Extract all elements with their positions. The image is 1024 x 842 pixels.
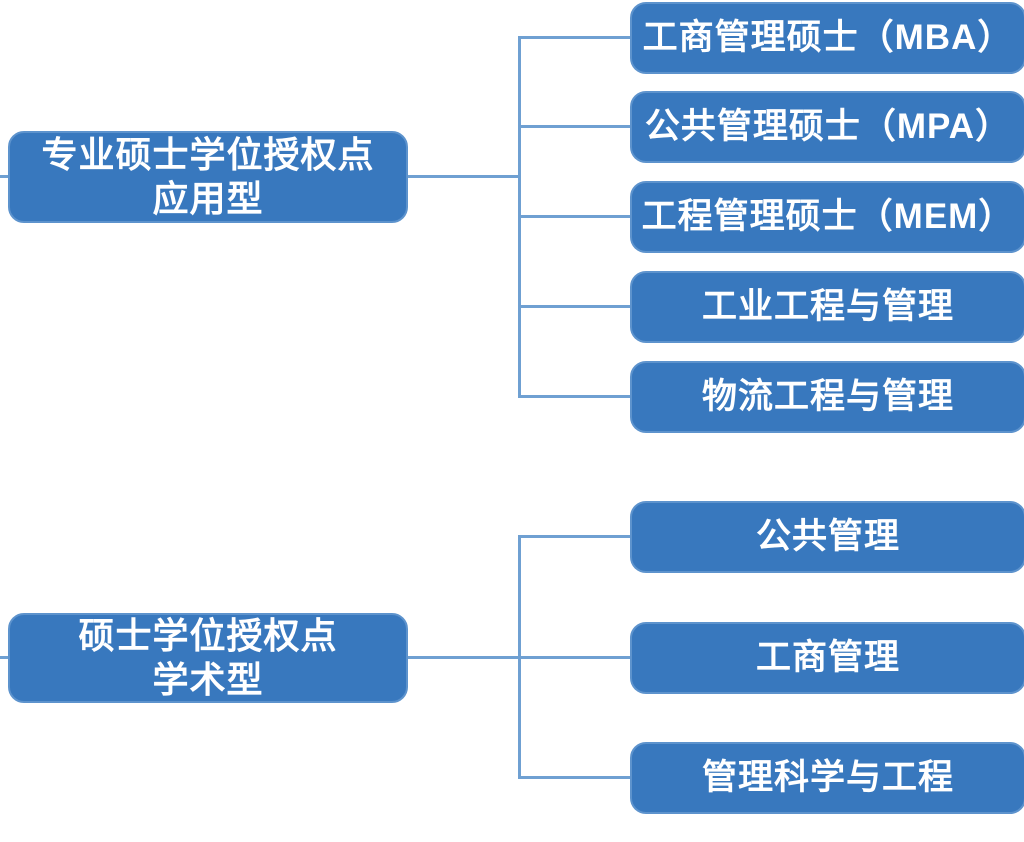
connector-group2-branch-1 xyxy=(518,535,632,538)
group1-child-label-mem: 工程管理硕士（MEM） xyxy=(641,197,1015,236)
group2-child-node-public-administration: 公共管理 xyxy=(630,501,1024,573)
group1-child-label-industrial-engineering: 工业工程与管理 xyxy=(701,287,954,326)
group1-child-node-logistics-engineering: 物流工程与管理 xyxy=(630,361,1024,433)
connector-group2-branch-3 xyxy=(518,776,632,779)
group1-child-label-mba: 工商管理硕士（MBA） xyxy=(642,18,1014,57)
group1-parent-title-line2: 应用型 xyxy=(152,178,264,219)
connector-group1-branch-5 xyxy=(518,395,632,398)
group2-child-label-management-science: 管理科学与工程 xyxy=(701,758,954,797)
group2-parent-title-line1: 硕士学位授权点 xyxy=(78,615,338,656)
group2-child-label-public-administration: 公共管理 xyxy=(755,517,900,556)
group2-child-node-business-administration: 工商管理 xyxy=(630,622,1024,694)
group1-child-node-mpa: 公共管理硕士（MPA） xyxy=(630,91,1024,163)
group1-child-label-mpa: 公共管理硕士（MPA） xyxy=(644,107,1012,146)
connector-group1-branch-2 xyxy=(518,125,632,128)
group1-child-node-mem: 工程管理硕士（MEM） xyxy=(630,181,1024,253)
connector-group1-branch-3 xyxy=(518,215,632,218)
group1-child-node-industrial-engineering: 工业工程与管理 xyxy=(630,271,1024,343)
group2-parent-title-line2: 学术型 xyxy=(152,659,264,700)
group1-child-node-mba: 工商管理硕士（MBA） xyxy=(630,2,1024,74)
group1-parent-title-line1: 专业硕士学位授权点 xyxy=(41,134,375,175)
connector-group1-branch-1 xyxy=(518,36,632,39)
group1-parent-node: 专业硕士学位授权点 应用型 xyxy=(8,131,408,223)
group2-child-label-business-administration: 工商管理 xyxy=(755,638,900,677)
connector-group2-branch-2 xyxy=(518,656,632,659)
group2-parent-node: 硕士学位授权点 学术型 xyxy=(8,613,408,703)
group1-child-label-logistics-engineering: 物流工程与管理 xyxy=(701,377,954,416)
group2-child-node-management-science: 管理科学与工程 xyxy=(630,742,1024,814)
connector-group1-branch-4 xyxy=(518,305,632,308)
